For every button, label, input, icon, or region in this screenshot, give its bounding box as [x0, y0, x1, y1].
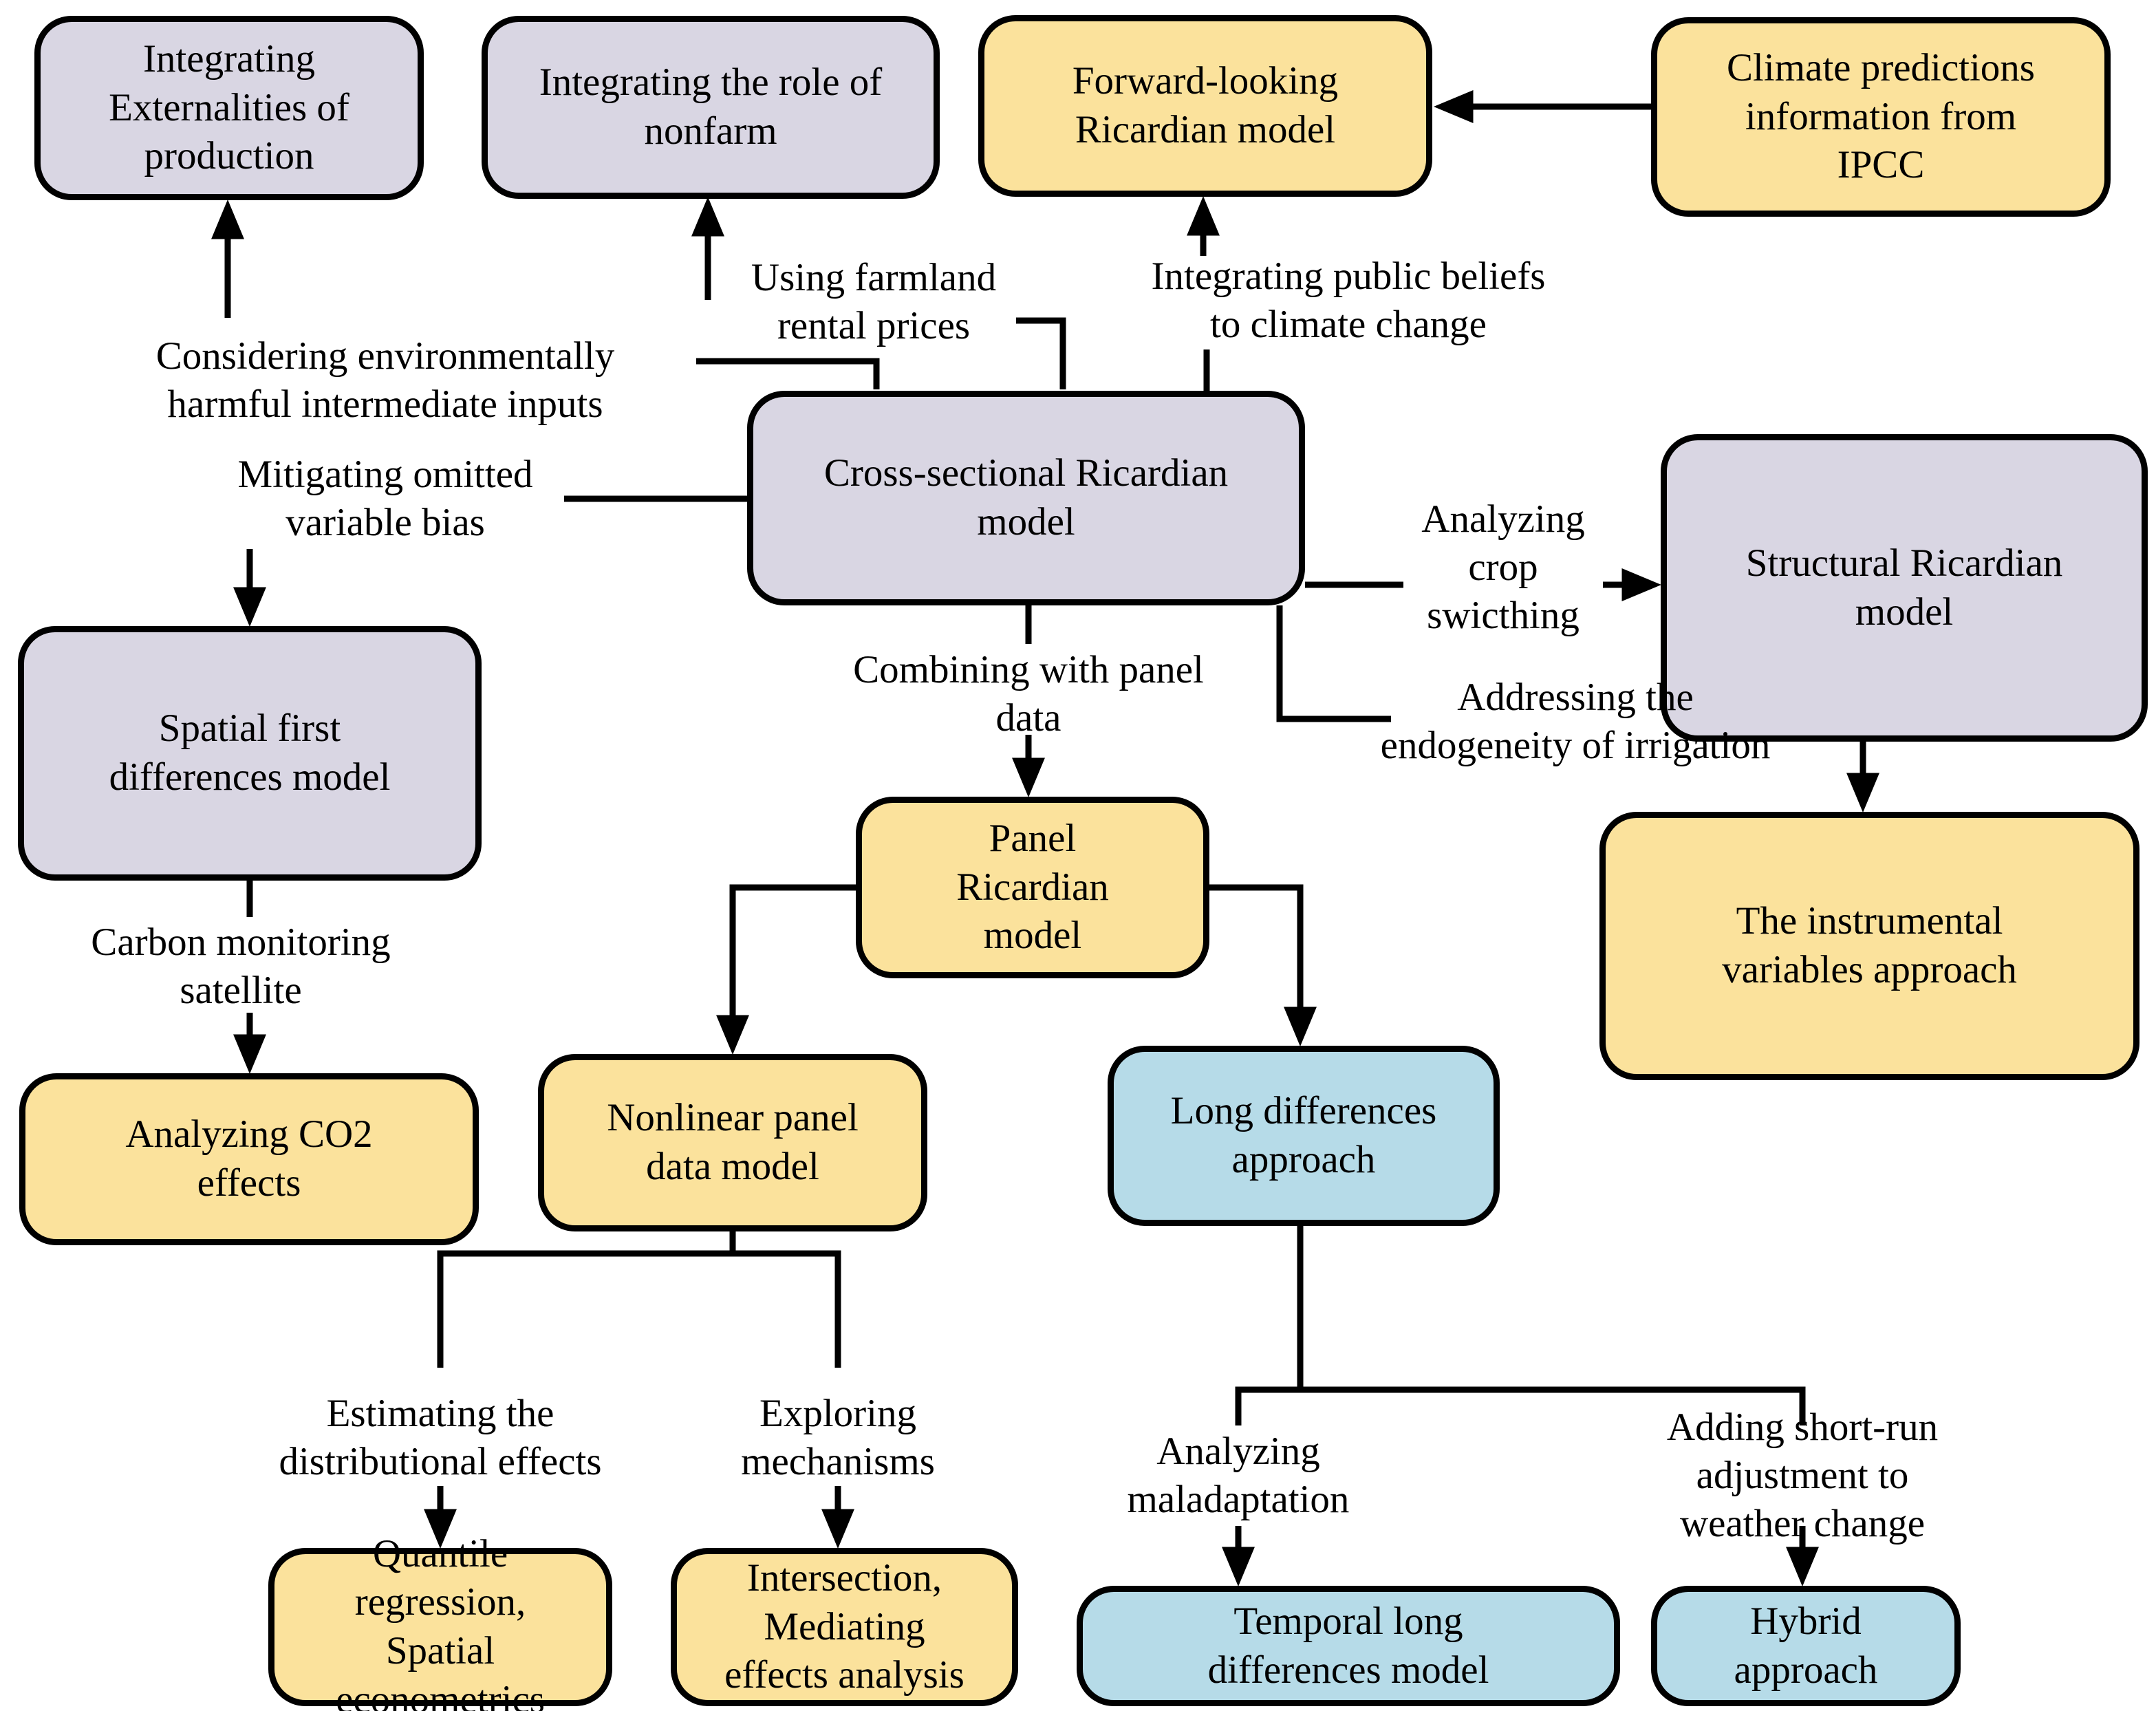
tee-below-nonlinear — [437, 1231, 841, 1368]
box-integrating-nonfarm: Integrating the role of nonfarm — [482, 16, 940, 199]
tee-below-longdiff — [1235, 1226, 1806, 1425]
box-cross-sectional: Cross-sectional Ricardian model — [747, 391, 1305, 605]
label-considering-environmentally: Considering environmentally harmful inte… — [155, 334, 615, 426]
box-hybrid-approach: Hybrid approach — [1651, 1586, 1961, 1706]
label-analyzing-maladaptation: Analyzing maladaptation — [1127, 1430, 1350, 1521]
label-estimating-distributional: Estimating the distributional effects — [279, 1392, 602, 1483]
box-intersection-mediating: Intersection, Mediating effects analysis — [671, 1548, 1018, 1706]
elbow-cross-to-addressing — [1276, 605, 1391, 722]
box-quantile-regression: Quantile regression, Spatial econometric… — [268, 1532, 612, 1711]
label-combining-panel-data: Combining with panel data — [853, 648, 1204, 740]
box-nonlinear-panel: Nonlinear panel data model — [538, 1054, 927, 1231]
label-addressing-endogeneity: Addressing the endogeneity of irrigation — [1380, 676, 1771, 767]
label-carbon-monitoring: Carbon monitoring satellite — [91, 921, 391, 1012]
box-analyzing-co2: Analyzing CO2 effects — [19, 1073, 479, 1245]
label-adding-short-run: Adding short-run adjustment to weather c… — [1666, 1406, 1939, 1545]
elbow-considering-to-cross — [696, 358, 880, 389]
box-panel-ricardian: Panel Ricardian model — [856, 797, 1209, 978]
arrow-panel-to-longdiff — [1209, 884, 1317, 1047]
label-exploring-mechanisms: Exploring mechanisms — [741, 1392, 935, 1483]
label-integrating-public-beliefs: Integrating public beliefs to climate ch… — [1151, 255, 1546, 346]
label-analyzing-crop-switching: Analyzing crop swicthing — [1421, 497, 1585, 637]
arrow-panel-to-nonlinear — [715, 884, 856, 1055]
box-structural: Structural Ricardian model — [1661, 434, 2148, 742]
box-climate-predictions-ipcc: Climate predictions information from IPC… — [1651, 17, 2111, 217]
box-spatial-first-differences: Spatial first differences model — [18, 626, 482, 881]
box-instrumental-variables: The instrumental variables approach — [1599, 812, 2139, 1080]
elbow-rental-to-cross — [1016, 317, 1066, 389]
box-integrating-externalities: Integrating Externalities of production — [34, 16, 424, 200]
label-mitigating-omitted: Mitigating omitted variable bias — [237, 453, 533, 544]
box-long-differences: Long differences approach — [1108, 1046, 1500, 1226]
box-temporal-long-differences: Temporal long differences model — [1077, 1586, 1620, 1706]
label-using-farmland: Using farmland rental prices — [751, 256, 997, 347]
box-forward-looking: Forward-looking Ricardian model — [978, 15, 1432, 197]
